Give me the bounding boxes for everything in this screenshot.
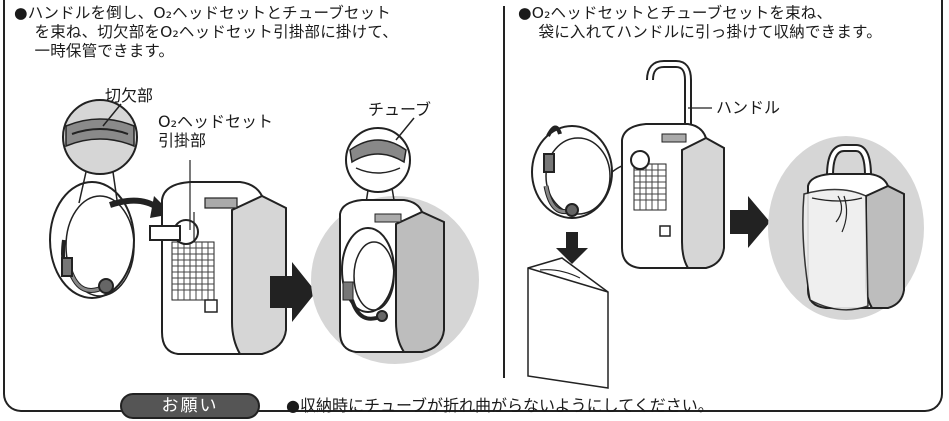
storage-bag [527, 232, 609, 389]
headset-tube-right [531, 125, 651, 219]
tube-magnifier [345, 117, 415, 213]
headset-tube-left [49, 181, 135, 299]
request-note: ●収納時にチューブが折れ曲がらないようにしてください。 [286, 396, 714, 415]
step-arrow-left [270, 262, 316, 322]
curved-arrow [109, 197, 160, 211]
device-right [621, 60, 725, 269]
right-caption: ●O₂ヘッドセットとチューブセットを束ね、 袋に入れてハンドルに引っ掛けて収納で… [518, 4, 882, 41]
notch-magnifier [62, 99, 138, 204]
request-badge: お願い [120, 393, 260, 419]
device-bagged [802, 144, 905, 311]
panel-frame [3, 0, 943, 412]
left-caption: ●ハンドルを倒し、O₂ヘッドセットとチューブセット を束ね、切欠部をO₂ヘッドセ… [14, 4, 398, 60]
label-hook: O₂ヘッドセット 引掛部 [158, 112, 274, 150]
device-left [149, 181, 287, 355]
device-left-stored [339, 199, 445, 353]
label-notch: 切欠部 [105, 86, 154, 105]
label-tube: チューブ [368, 100, 432, 119]
step-arrow-right [730, 196, 770, 248]
label-handle: ハンドル [716, 98, 781, 117]
panel-divider [503, 6, 505, 378]
